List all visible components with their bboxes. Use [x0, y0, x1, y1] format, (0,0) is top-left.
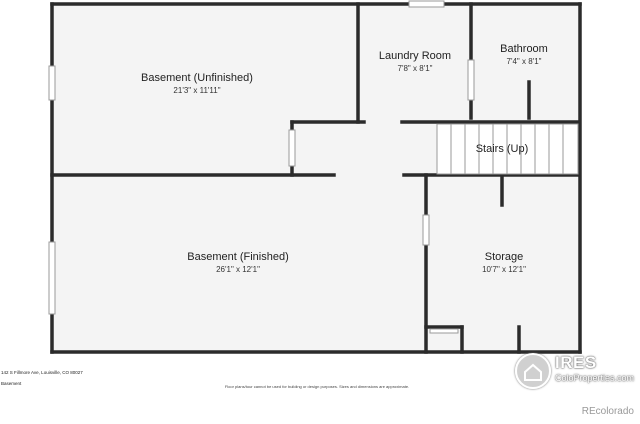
room-name: Stairs (Up)	[475, 143, 529, 155]
stairs	[436, 123, 579, 175]
window-bath	[467, 59, 475, 101]
ires-site: ColoProperties.com	[555, 373, 635, 383]
stair-treads	[450, 124, 564, 174]
room-name: Basement (Finished)	[187, 251, 289, 263]
ires-logo: IRES ColoProperties.com	[515, 352, 635, 389]
ires-house-icon	[515, 353, 551, 389]
room-storage: Storage 10'7" x 12'1"	[482, 250, 526, 276]
room-dimensions: 10'7" x 12'1"	[482, 264, 526, 274]
room-name: Storage	[484, 251, 524, 263]
room-laundry: Laundry Room 7'8" x 8'1"	[379, 49, 451, 75]
room-stairs: Stairs (Up)	[476, 142, 529, 157]
floor-area	[52, 4, 580, 352]
room-bathroom: Bathroom 7'4" x 8'1"	[500, 42, 548, 68]
windows	[48, 0, 475, 334]
room-name: Bathroom	[500, 43, 548, 55]
floor-level: Basement	[1, 381, 22, 386]
room-name: Laundry Room	[378, 50, 452, 62]
window-laundry	[408, 0, 445, 8]
recolorado-watermark: REcolorado	[581, 406, 634, 417]
room-basement-unfinished: Basement (Unfinished) 21'3" x 11'11"	[141, 71, 253, 97]
room-dimensions: 7'8" x 8'1"	[397, 63, 433, 73]
window-storage	[422, 214, 430, 246]
room-basement-finished: Basement (Finished) 26'1" x 12'1"	[187, 250, 289, 276]
room-dimensions: 7'4" x 8'1"	[506, 56, 542, 66]
ires-name: IRES	[555, 353, 597, 372]
closet-shelf	[429, 328, 459, 334]
walls	[50, 2, 582, 354]
house-icon	[524, 363, 542, 381]
property-address: 142 S Fillmore Ave, Louisville, CO 80027	[1, 370, 83, 375]
room-dimensions: 26'1" x 12'1"	[216, 264, 260, 274]
room-name: Basement (Unfinished)	[141, 72, 253, 84]
window-unfinished	[48, 65, 56, 101]
disclaimer-text: Floor plans/tour cannot be used for buil…	[224, 384, 410, 389]
room-dimensions: 21'3" x 11'11"	[173, 85, 221, 95]
window-inner	[288, 129, 296, 167]
window-finished	[48, 241, 56, 315]
